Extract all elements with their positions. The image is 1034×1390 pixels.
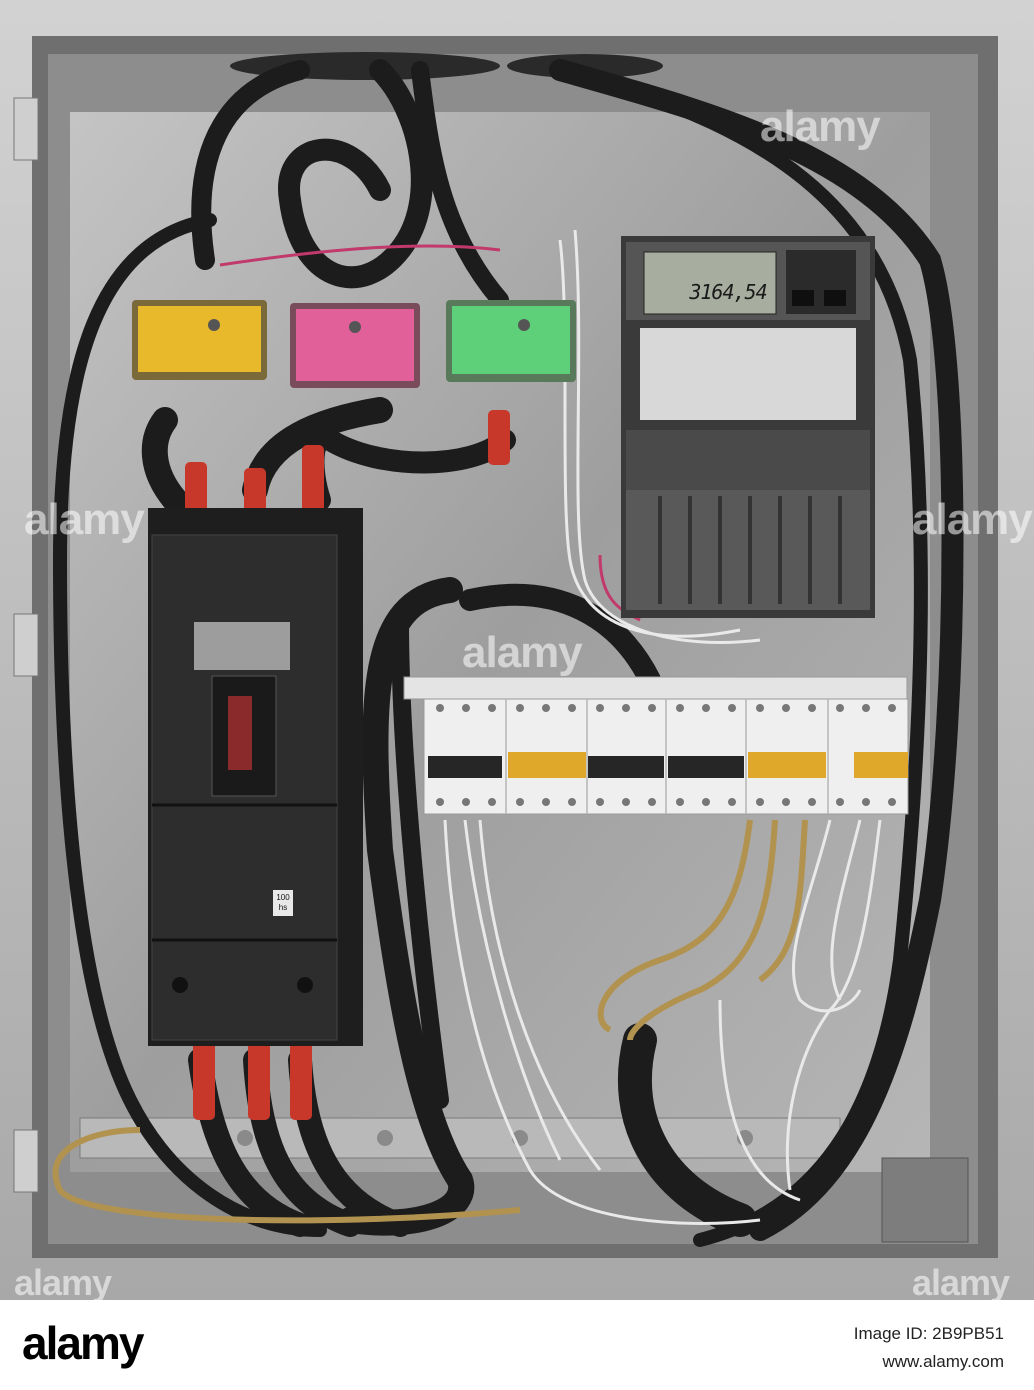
thin-wires xyxy=(443,229,882,1225)
watermark: alamy xyxy=(14,1262,112,1300)
breaker-rating-label: 100 hs xyxy=(273,890,293,916)
fuse-pink xyxy=(290,303,420,388)
door-hinge xyxy=(13,613,39,677)
modular-breaker-row xyxy=(403,676,909,815)
energy-meter xyxy=(621,236,875,618)
fuse-yellow xyxy=(132,300,267,380)
stock-footer: alamy Image ID: 2B9PB51 www.alamy.com xyxy=(0,1300,1034,1390)
din-rail xyxy=(79,1117,841,1159)
watermark: alamy xyxy=(24,495,145,544)
panel-scene xyxy=(0,0,1034,1300)
fuse-green xyxy=(446,300,576,382)
alamy-logo: alamy xyxy=(22,1317,144,1369)
breaker-rating-bottom: hs xyxy=(278,903,288,912)
watermark: alamy xyxy=(912,1262,1010,1300)
door-hinge xyxy=(13,97,39,161)
door-hinge xyxy=(13,1129,39,1193)
watermark: alamy xyxy=(760,102,881,151)
terminal-box xyxy=(881,1157,969,1243)
electrical-panel-photo: 3164,54 100 hs alamy alamy alamy alamy a… xyxy=(0,0,1034,1300)
breaker-rating-top: 100 xyxy=(276,893,290,902)
main-circuit-breaker xyxy=(148,508,363,1046)
red-wire xyxy=(219,244,501,267)
image-id-label: Image ID: 2B9PB51 xyxy=(853,1324,1004,1343)
watermark: alamy xyxy=(462,628,583,677)
meter-reading-display: 3164,54 xyxy=(689,280,767,304)
watermark: alamy xyxy=(912,495,1033,544)
tan-wires xyxy=(52,819,808,1224)
site-url-label: www.alamy.com xyxy=(882,1352,1004,1371)
